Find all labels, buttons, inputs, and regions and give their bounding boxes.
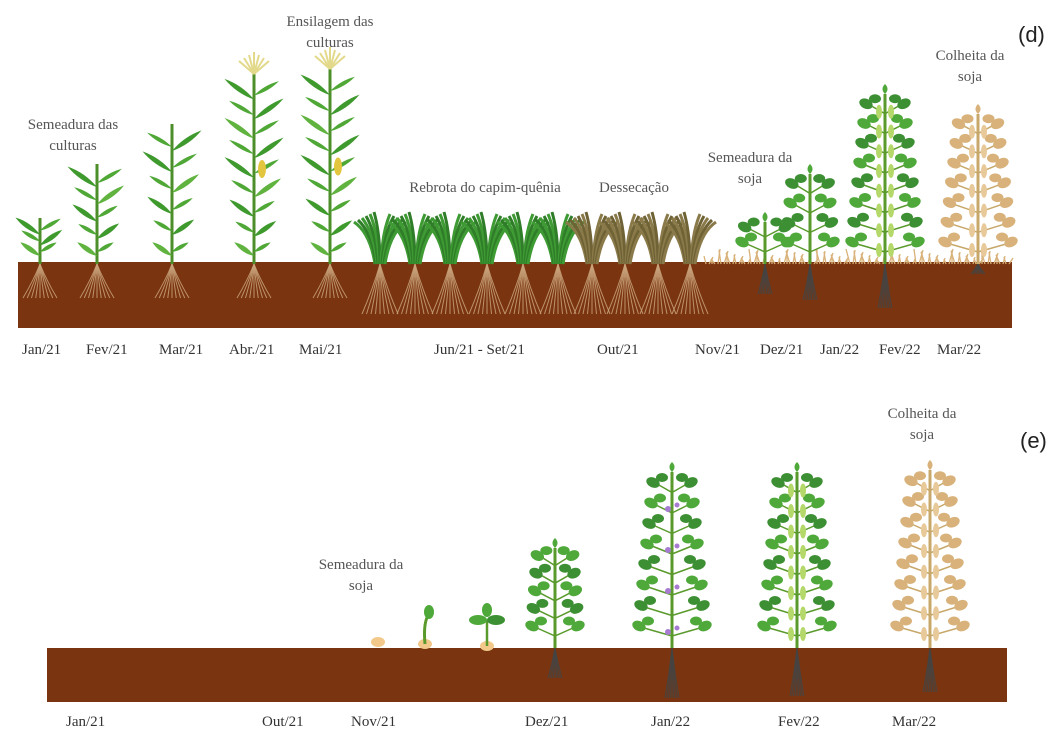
dry-soybean-icon (889, 460, 972, 692)
month-label-e-4: Jan/22 (651, 714, 690, 731)
month-label-e-0: Jan/21 (66, 714, 105, 731)
soybean-plant-icon (756, 462, 839, 696)
month-label-e-2: Nov/21 (351, 714, 396, 731)
annotation-soy-sowing-e: Semeadura da soja (316, 555, 406, 597)
soybean-plant-icon (631, 462, 714, 698)
annotation-soy-harvest-e: Colheita da soja (887, 404, 957, 446)
month-label-e-1: Out/21 (262, 714, 304, 731)
month-label-e-6: Mar/22 (892, 714, 936, 731)
month-label-e-3: Dez/21 (525, 714, 568, 731)
panel-letter-e: (e) (1020, 428, 1047, 454)
soybean-plant-icon (524, 538, 587, 678)
seed-icon (371, 637, 385, 647)
seed-icon (418, 605, 434, 649)
month-label-e-5: Fev/22 (778, 714, 820, 731)
seed-icon (469, 603, 505, 651)
